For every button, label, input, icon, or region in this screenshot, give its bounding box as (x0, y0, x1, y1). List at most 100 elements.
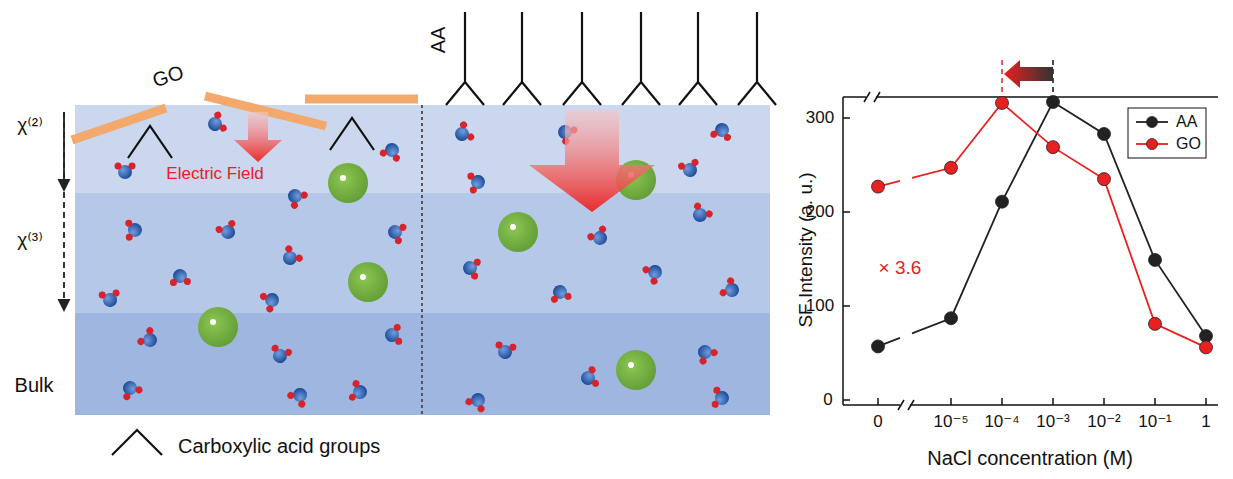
legend-samples (112, 117, 1168, 456)
legend-text: AA (1176, 113, 1197, 130)
aa-chain (622, 12, 660, 105)
legend-item: Carboxylic acid groups (178, 435, 380, 457)
water-molecule (283, 184, 309, 211)
aa-chain (563, 12, 601, 105)
water-molecule (461, 256, 481, 280)
legend-text: GO (1176, 135, 1201, 152)
aa-chain (679, 12, 717, 105)
diffuse-band (75, 193, 770, 313)
tick-label: 10⁻⁵ (934, 413, 969, 432)
go-point (945, 161, 958, 174)
water-molecule (348, 379, 369, 404)
water-molecule (677, 158, 702, 180)
tick-label: 10⁻² (1087, 413, 1121, 432)
shift-arrow (1004, 60, 1053, 88)
top-axis (876, 96, 1218, 98)
water-molecule (718, 276, 743, 303)
water-molecule (464, 389, 490, 414)
axis-title: SF Intensity (a. u.) (796, 172, 817, 327)
y-tick (843, 305, 850, 307)
field-label: Electric Field (166, 165, 263, 184)
carboxyl-group (128, 126, 172, 158)
tick-label: 300 (806, 109, 834, 128)
water-molecule (117, 377, 143, 402)
ion (498, 212, 538, 252)
water-molecule (494, 341, 517, 361)
go-line (912, 103, 1206, 347)
legend-item: AA (1176, 113, 1197, 131)
graphene-oxide-sheets (72, 96, 418, 140)
y-axis (842, 97, 844, 405)
x-tick (877, 398, 879, 405)
tick-label: 10⁻⁴ (984, 413, 1019, 432)
electric-field-arrows (234, 110, 655, 212)
region-label: χ⁽²⁾ (17, 115, 43, 136)
aa-point (1098, 127, 1111, 140)
tick-label: 200 (806, 203, 834, 222)
ion (198, 307, 238, 347)
ion (348, 262, 388, 302)
aa-point (945, 312, 958, 325)
go-point (872, 180, 885, 193)
water-molecule (286, 383, 313, 409)
tick-label: 0 (873, 413, 882, 432)
legend-text: Carboxylic acid groups (178, 435, 380, 457)
water-molecule (687, 201, 714, 226)
water-molecule (278, 244, 305, 270)
aa-point (996, 195, 1009, 208)
water-molecule (467, 170, 487, 194)
legend-sample (1147, 117, 1158, 128)
axis-title: NaCl concentration (M) (927, 447, 1133, 469)
go-sheet (305, 95, 418, 104)
ion (616, 350, 656, 390)
go-point (1098, 173, 1111, 186)
water-molecule (385, 220, 407, 245)
panel-label: GO (150, 61, 186, 92)
aa-chain (446, 12, 484, 105)
water-molecule (579, 366, 600, 390)
tick-label: 100 (806, 297, 834, 316)
carboxyl-group (330, 118, 374, 150)
water-molecule (98, 289, 121, 308)
large-field-arrow (529, 110, 655, 212)
water-molecule (268, 344, 293, 366)
axis-break (908, 400, 914, 410)
water-molecule (379, 140, 405, 163)
panel-label: AA (427, 27, 449, 54)
sf-chart (843, 60, 1218, 410)
y-tick (843, 399, 850, 401)
peak-marker (1001, 60, 1003, 95)
aa-line (912, 102, 1206, 336)
top-axis (843, 96, 866, 98)
water-molecule (384, 324, 403, 347)
go-point (1200, 341, 1213, 354)
water-molecule (125, 219, 142, 241)
axis-break (864, 92, 870, 102)
x-tick (950, 398, 952, 405)
x-tick (1205, 398, 1207, 405)
scale-note: × 3.6 (879, 258, 922, 279)
aa-chain (738, 12, 776, 105)
region-label: Bulk (15, 374, 54, 396)
water-molecule (115, 163, 136, 180)
aa-point (1149, 253, 1162, 266)
water-molecule (204, 111, 227, 137)
x-tick (1052, 398, 1054, 405)
aa-point (1047, 96, 1060, 109)
water-molecule (214, 219, 240, 243)
go-sheet (72, 108, 166, 140)
acrylic-acid-chains (446, 12, 776, 105)
water-molecule (641, 259, 667, 286)
water-molecule (711, 386, 730, 409)
arrow-head (59, 300, 69, 310)
small-field-arrow (234, 112, 282, 162)
go-point (1047, 141, 1060, 154)
aa-point (872, 340, 885, 353)
legend-item: GO (1176, 135, 1201, 153)
tick-label: 1 (1201, 413, 1210, 432)
water-molecule (169, 268, 191, 286)
x-axis (910, 404, 1218, 406)
y-tick (843, 211, 850, 213)
depth-arrows (59, 112, 69, 310)
